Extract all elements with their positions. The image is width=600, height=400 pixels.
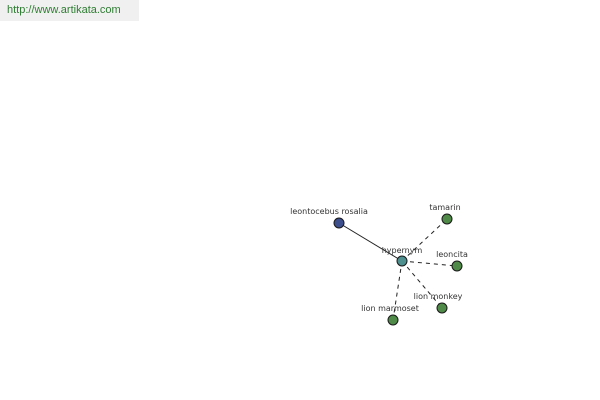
node-label-leontocebus-rosalia[interactable]: leontocebus rosalia <box>290 207 368 216</box>
edge-hypernym-to-lion-marmoset <box>392 260 403 321</box>
node-label-hypernym[interactable]: hypernym <box>382 246 423 255</box>
node-tamarin[interactable] <box>441 213 453 225</box>
node-lion-marmoset[interactable] <box>387 314 399 326</box>
node-lion-monkey[interactable] <box>436 302 448 314</box>
node-label-lion-monkey[interactable]: lion monkey <box>414 292 463 301</box>
site-watermark[interactable]: http://www.artikata.com <box>0 0 139 21</box>
node-label-leoncita[interactable]: leoncita <box>436 250 468 259</box>
edge-leontocebus-rosalia-to-hypernym <box>338 222 403 262</box>
edge-hypernym-to-lion-monkey <box>401 260 443 309</box>
edge-hypernym-to-leoncita <box>401 260 458 267</box>
node-leontocebus-rosalia[interactable] <box>333 217 345 229</box>
graph-edges <box>338 218 458 321</box>
graph-labels: hypernym leontocebus rosalia tamarin leonci… <box>290 203 468 313</box>
edge-hypernym-to-tamarin <box>401 218 448 262</box>
node-label-lion-marmoset[interactable]: lion marmoset <box>361 304 419 313</box>
graph-nodes <box>333 213 463 326</box>
node-label-tamarin[interactable]: tamarin <box>429 203 460 212</box>
node-leoncita[interactable] <box>451 260 463 272</box>
node-hypernym[interactable] <box>396 255 408 267</box>
